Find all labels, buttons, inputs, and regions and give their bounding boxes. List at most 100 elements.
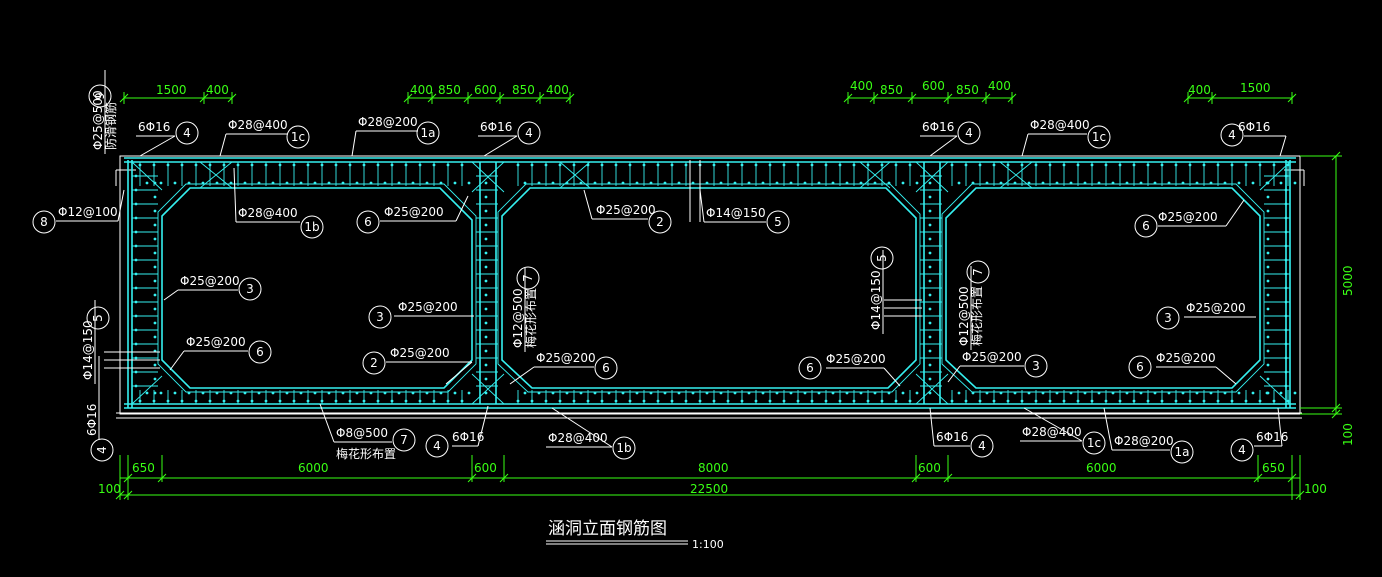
callout-bubble-l8: [32, 210, 56, 234]
dim-top-mid1-d: 850: [512, 83, 535, 97]
callout-num-l2: 1c: [291, 130, 305, 144]
dim-bottom-600-left: 600: [474, 461, 497, 475]
callout-num-l11: 2: [656, 215, 664, 229]
dim-top-mid2-b: 850: [880, 83, 903, 97]
vlabel-spec-v6: 6Φ16: [85, 404, 99, 436]
callout-spec-l9: Φ28@400: [238, 206, 298, 220]
title-text: 涵洞立面钢筋图: [548, 519, 667, 539]
callout-num-l10: 6: [364, 215, 372, 229]
callout-spec-l4: 6Φ16: [480, 120, 512, 134]
dim-top-mid1-a: 400: [410, 83, 433, 97]
callout-bubble-l22: [594, 356, 618, 380]
callout-spec-l17: Φ25@200: [186, 335, 246, 349]
callout-bubble-l10: [356, 210, 380, 234]
note-plum-layout: 梅花形布置: [336, 446, 396, 461]
dim-top-mid2-a: 400: [850, 79, 873, 93]
dim-top-mid1-b: 850: [438, 83, 461, 97]
callout-num-l9: 1b: [304, 220, 319, 234]
dim-bottom-650-right: 650: [1262, 461, 1285, 475]
callout-spec-l29: 6Φ16: [1256, 430, 1288, 444]
callout-bubble-l27: [1082, 431, 1106, 455]
callout-num-l1: 4: [183, 126, 191, 140]
callout-bubble-l18: [362, 351, 386, 375]
callout-bubble-l13: [1134, 214, 1158, 238]
callout-num-l23: 7: [400, 433, 408, 447]
dim-height-small: 100: [1341, 423, 1355, 446]
callout-spec-l11: Φ25@200: [596, 203, 656, 217]
callout-num-l7: 4: [1228, 128, 1236, 142]
vlabel-bubble-v3: [516, 266, 540, 290]
callout-l10: Φ25@200 6: [356, 195, 469, 234]
callout-spec-l21: Φ25@200: [962, 350, 1022, 364]
callout-l1: 6Φ16 4: [136, 120, 199, 157]
scale-text: 1:100: [692, 538, 724, 551]
dim-top-mid1-c: 600: [474, 83, 497, 97]
callout-num-l15: 3: [376, 310, 384, 324]
callout-bubble-l25: [612, 436, 636, 460]
vlabel-v6: 6Φ16 4: [85, 356, 114, 462]
dim-bottom-650-left: 650: [132, 461, 155, 475]
callout-spec-l1: 6Φ16: [138, 120, 170, 134]
callout-spec-l16: Φ25@200: [1186, 301, 1246, 315]
vlabel-num-v6: 4: [95, 446, 109, 454]
vlabel-spec-v2: Φ14@150: [81, 320, 95, 380]
callout-num-l14: 3: [246, 282, 254, 296]
callout-num-l17: 6: [256, 345, 264, 359]
vlabel-bubble-v5: [966, 260, 990, 284]
vlabel-spec-v5: Φ12@500: [957, 286, 971, 346]
vlabel-sub-v3: 梅花形布置: [523, 288, 538, 348]
callout-spec-l15: Φ25@200: [398, 300, 458, 314]
dim-height: 5000: [1341, 265, 1355, 296]
callout-l22: Φ25@200 6: [509, 351, 618, 385]
callout-spec-l7: 6Φ16: [1238, 120, 1270, 134]
callout-num-l22: 6: [602, 361, 610, 375]
callout-spec-l10: Φ25@200: [384, 205, 444, 219]
vlabel-num-v2: 5: [91, 314, 105, 322]
callout-spec-l6: Φ28@400: [1030, 118, 1090, 132]
callout-spec-l19: Φ25@200: [826, 352, 886, 366]
callout-bubble-l15: [368, 305, 392, 329]
vlabel-sub-v5: 梅花形布置: [969, 286, 984, 346]
dim-bottom-8000: 8000: [698, 461, 729, 475]
callout-bubble-l3: [416, 121, 440, 145]
callout-spec-l22: Φ25@200: [536, 351, 596, 365]
dim-top-mid1-e: 400: [546, 83, 569, 97]
callout-num-l12: 5: [774, 215, 782, 229]
callout-num-l26: 4: [978, 439, 986, 453]
vlabel-num-v4: 5: [875, 254, 889, 262]
callout-bubble-l6: [1087, 125, 1111, 149]
callout-bubble-l11: [648, 210, 672, 234]
dim-top-400-left: 400: [206, 83, 229, 97]
callout-spec-l23: Φ8@500: [336, 426, 388, 440]
callout-l23: Φ8@500 7: [319, 403, 416, 452]
callout-num-l25: 1b: [616, 441, 631, 455]
callout-bubble-l1: [175, 121, 199, 145]
vlabel-spec-v3: Φ12@500: [511, 288, 525, 348]
vlabel-num-v3: 7: [521, 274, 535, 282]
callout-bubble-l9: [300, 215, 324, 239]
callout-spec-l27: Φ28@400: [1022, 425, 1082, 439]
callout-bubble-l4: [517, 121, 541, 145]
callout-bubble-l21: [1024, 354, 1048, 378]
dim-bottom-6000-right: 6000: [1086, 461, 1117, 475]
callout-spec-l2: Φ28@400: [228, 118, 288, 132]
